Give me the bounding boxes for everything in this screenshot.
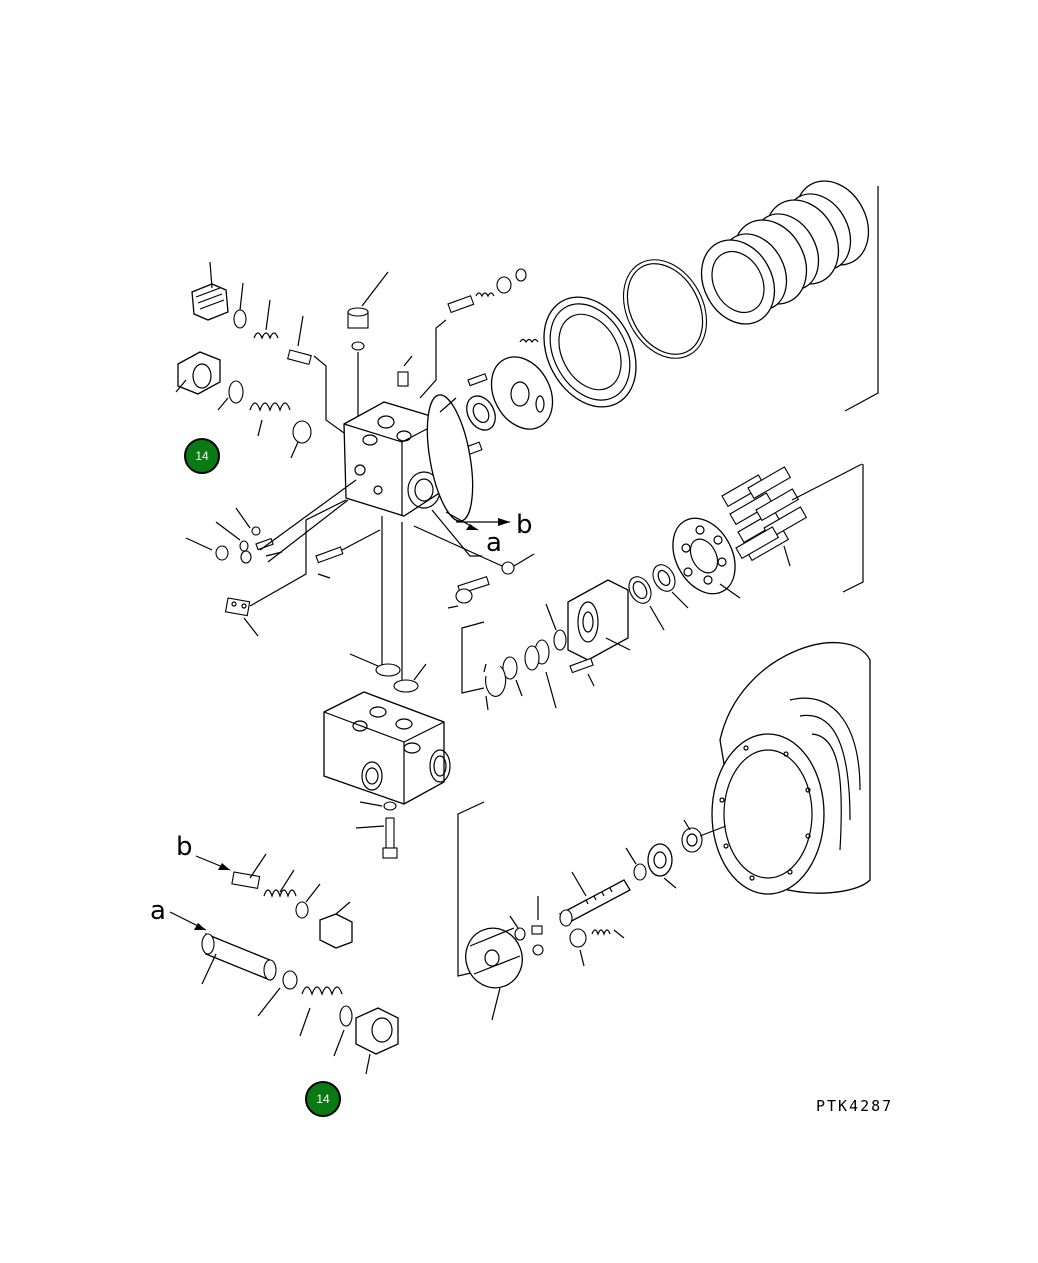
end-cover-disc	[465, 927, 523, 1021]
flow-arrows-case	[445, 511, 510, 531]
cylinder-block	[567, 579, 631, 687]
shaft-bearings	[625, 819, 727, 889]
letter-marker-b-upper: b	[516, 510, 533, 540]
motor-case-block	[343, 319, 474, 522]
callout-circle[interactable]: 14	[305, 1081, 341, 1117]
small-bushings-lower	[509, 896, 625, 967]
callout-circle[interactable]: 14	[184, 438, 220, 474]
counterbalance-valve-block	[323, 691, 451, 859]
small-pins-upper	[465, 338, 539, 456]
drive-shaft	[559, 871, 631, 927]
letter-marker-b-lower: b	[176, 832, 193, 862]
guide-lines-to-valve-block	[349, 516, 427, 693]
bolts-case-right	[413, 509, 535, 609]
motor-housing	[711, 642, 871, 895]
small-parts-left	[185, 479, 381, 637]
retainer-plate	[672, 517, 741, 599]
letter-marker-a-upper: a	[486, 528, 502, 558]
spherical-bushing-rings	[628, 564, 689, 631]
bearing-small	[466, 395, 496, 431]
pistons-group	[721, 463, 863, 567]
relief-valve-upper	[175, 261, 377, 459]
o-ring-large	[622, 259, 708, 359]
letter-marker-a-lower: a	[150, 896, 166, 926]
check-valve-b-group	[195, 853, 353, 949]
spool-plug-upper	[447, 268, 527, 314]
brake-piston	[543, 296, 637, 408]
springs-washers-mid	[483, 603, 567, 711]
valve-plate	[490, 356, 554, 430]
drawing-code: PTK4287	[816, 1097, 894, 1115]
drain-plug-top	[347, 271, 389, 420]
spool-a-group	[169, 911, 399, 1075]
brake-disc-plates	[700, 180, 870, 325]
